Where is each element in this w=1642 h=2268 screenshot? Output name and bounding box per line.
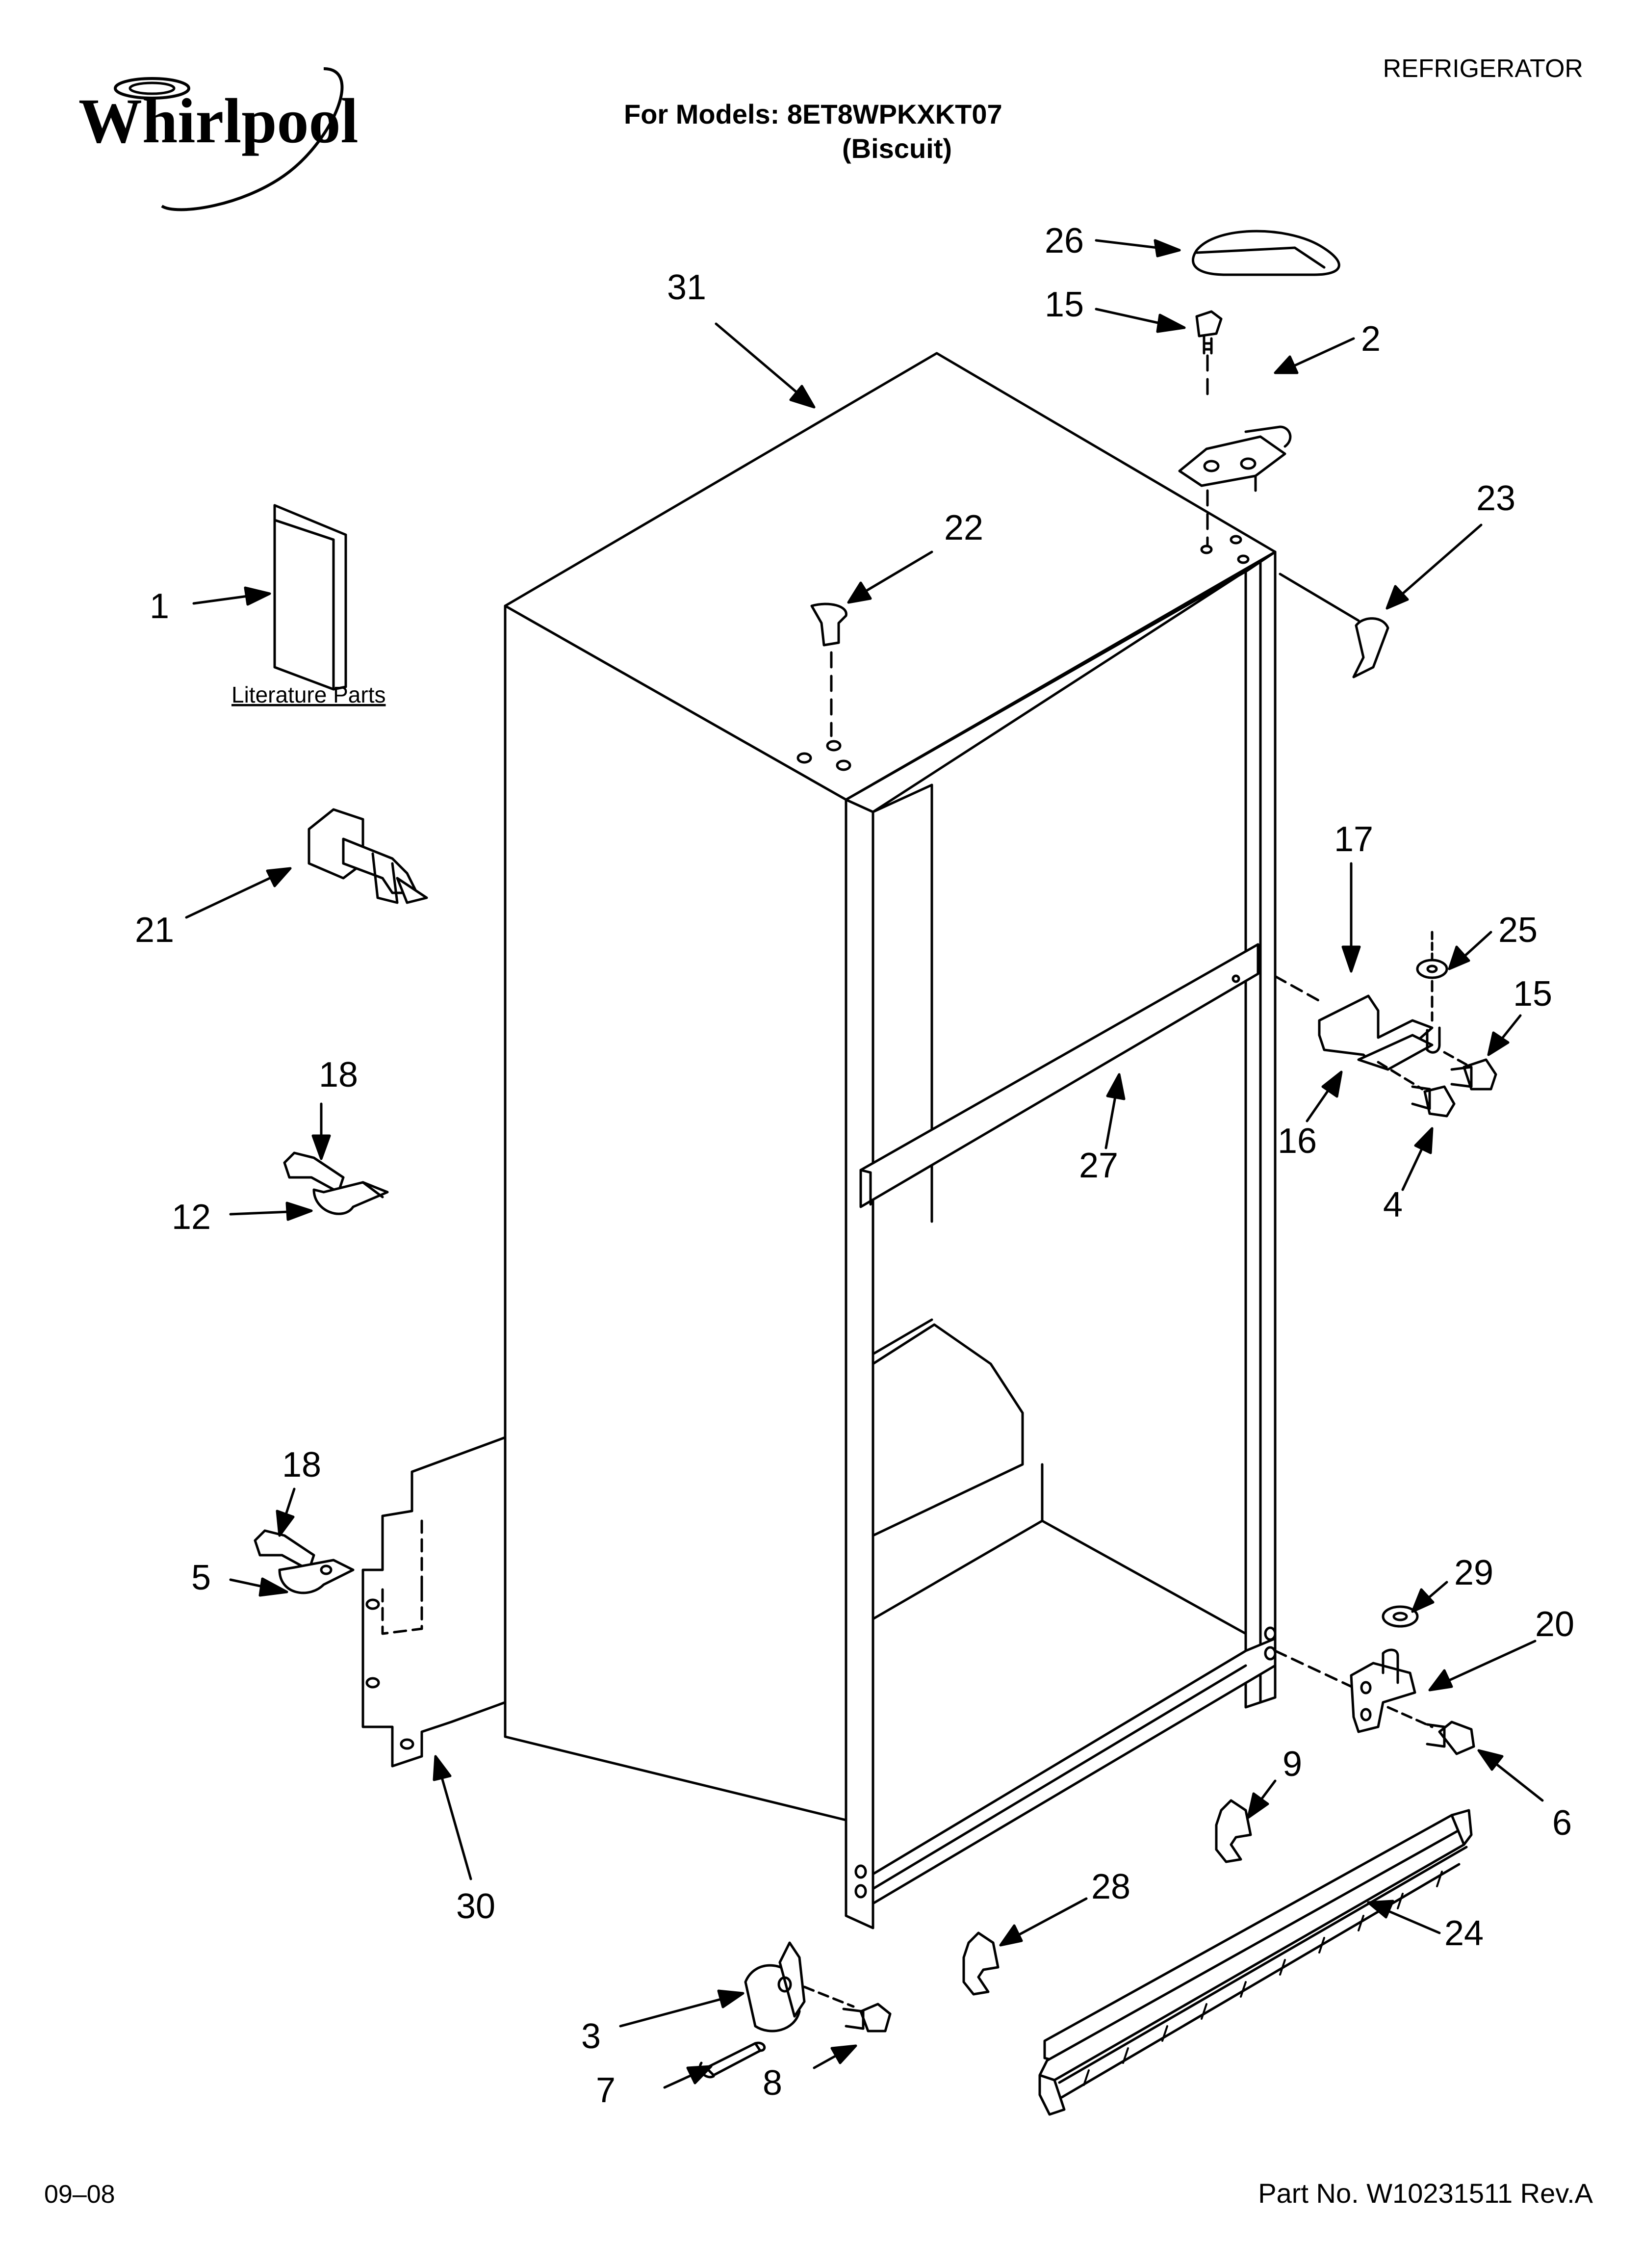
side-bracket	[361, 1436, 507, 1768]
callout-21: 21	[135, 911, 174, 950]
callout-23: 23	[1476, 479, 1515, 518]
whirlpool-logo: Whirlpool	[78, 67, 359, 211]
hinge-screw-top	[1195, 310, 1223, 404]
callout-4: 4	[1383, 1185, 1403, 1225]
callout-5: 5	[191, 1558, 211, 1597]
wire-clamp-upper	[283, 1151, 389, 1215]
callout-20: 20	[1535, 1605, 1574, 1644]
callout-25: 25	[1498, 911, 1538, 950]
divider-rail	[859, 943, 1259, 1208]
callout-6: 6	[1552, 1803, 1572, 1843]
grille-clip-upper	[1215, 1799, 1252, 1863]
top-plug	[810, 602, 847, 737]
callout-28: 28	[1091, 1867, 1130, 1906]
base-grille	[1038, 1809, 1473, 2116]
revision-date: 09–08	[44, 2180, 115, 2209]
callout-18-upper: 18	[319, 1055, 358, 1095]
hinge-washer	[1382, 1605, 1419, 1628]
callout-3: 3	[581, 2017, 601, 2056]
svg-text:Whirlpool: Whirlpool	[78, 86, 359, 156]
top-hinge	[1178, 425, 1292, 492]
callout-31: 31	[667, 268, 706, 307]
hinge-screw-center-a	[1450, 1058, 1497, 1091]
callout-22: 22	[944, 508, 983, 547]
callout-15-top: 15	[1045, 285, 1084, 324]
hinge-screw-bottom	[1426, 1721, 1475, 1755]
center-hinge	[1274, 931, 1468, 1091]
literature-parts-label: Literature Parts	[231, 682, 385, 707]
callout-30: 30	[456, 1887, 495, 1926]
callout-17: 17	[1334, 820, 1373, 859]
part-number: Part No. W10231511 Rev.A	[1258, 2178, 1593, 2209]
pivot-pin	[699, 2041, 766, 2079]
wire-clamp-lower	[254, 1529, 355, 1594]
callout-12: 12	[172, 1198, 211, 1237]
color-line: (Biscuit)	[842, 133, 952, 164]
callout-8: 8	[763, 2063, 782, 2103]
callout-15-center: 15	[1513, 974, 1552, 1014]
hinge-cap	[1192, 230, 1340, 276]
grille-clip-lower	[962, 1931, 1000, 1996]
callout-9: 9	[1283, 1745, 1302, 1784]
callout-27: 27	[1079, 1146, 1118, 1185]
hinge-cover	[1279, 573, 1389, 678]
lower-left-hinge	[744, 1941, 855, 2033]
cabinet-shell	[504, 352, 1277, 1929]
callout-26: 26	[1045, 221, 1084, 261]
bottom-hinge	[1274, 1648, 1434, 1733]
hinge-screw-left	[842, 2003, 892, 2033]
models-line: For Models: 8ET8WPKXKT07	[624, 99, 1002, 130]
door-stop-pin	[308, 808, 428, 904]
leader-arrows	[185, 239, 1544, 2089]
hinge-screw-center-b	[1411, 1085, 1456, 1118]
callout-29: 29	[1454, 1553, 1493, 1592]
callout-7: 7	[596, 2071, 616, 2110]
callout-16: 16	[1278, 1121, 1317, 1161]
callout-1: 1	[150, 587, 169, 626]
callout-2: 2	[1361, 319, 1381, 359]
callout-18-lower: 18	[282, 1445, 321, 1485]
category-label: REFRIGERATOR	[1383, 54, 1583, 83]
literature-parts	[273, 504, 347, 691]
callout-24: 24	[1444, 1914, 1484, 1953]
